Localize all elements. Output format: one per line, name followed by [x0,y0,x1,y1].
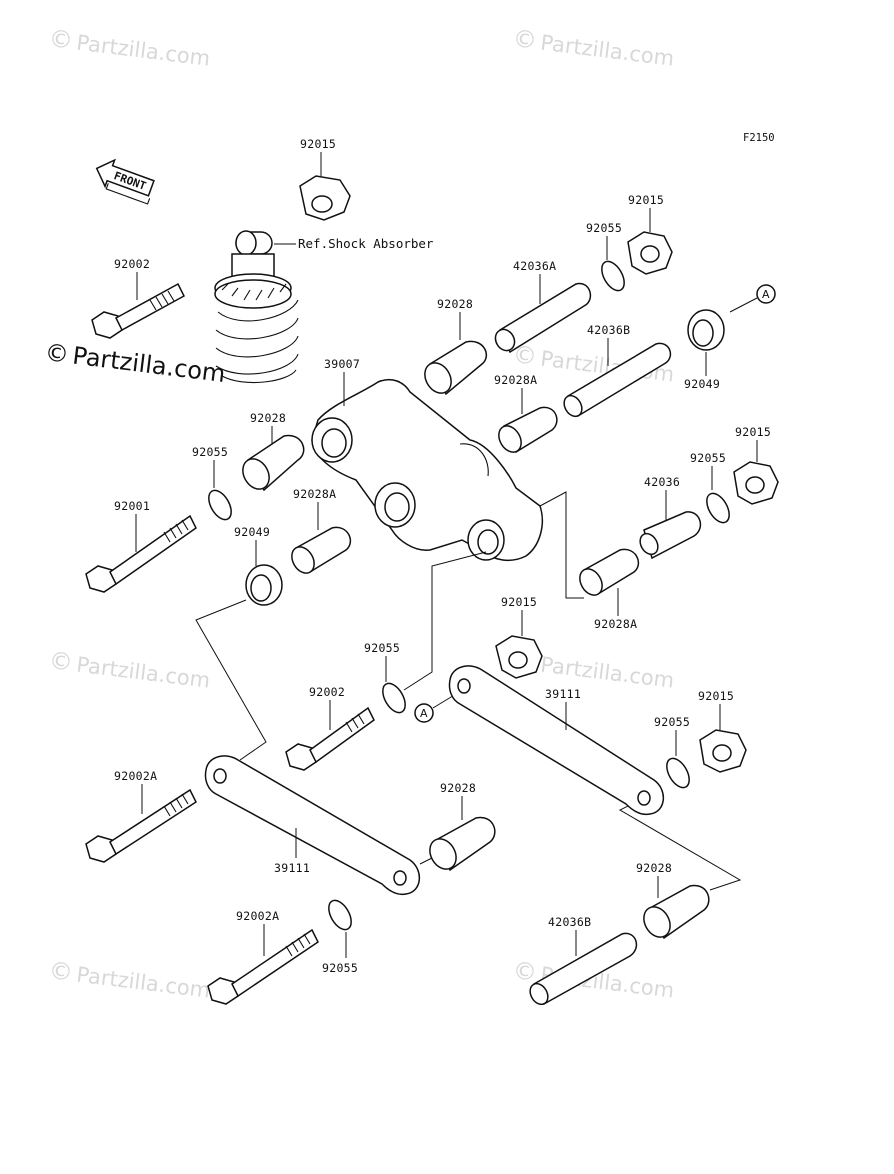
nut-92015: 92015 [495,595,543,679]
part-label: 92055 [322,961,358,975]
part-label: 92028 [440,781,476,795]
watermark-symbol: © [47,646,74,677]
bolt-92002: 92002 [285,685,375,771]
watermark-text: Partzilla.com [539,31,675,71]
rocker-arm-39007: 39007 [311,357,544,562]
collar-42036: 42036 [639,475,702,560]
part-label: 42036A [513,259,556,273]
part-label: 92049 [234,525,270,539]
bolt-92002: 92002 [91,257,185,339]
part-label: 92049 [684,377,720,391]
bushing-92028: 92028 [636,861,710,940]
part-label: 92002 [114,257,150,271]
part-label: 92002A [114,769,157,783]
o-ring-92055: 92055 [690,451,730,524]
nut-92015: 92015 [733,425,779,505]
watermark-text: Partzilla.com [75,963,211,1003]
bolt-92002A: 92002A [85,769,197,863]
nut-92015: 92015 [299,137,351,221]
figure-code: F2150 [743,132,775,144]
watermark-text: Partzilla.com [75,31,211,71]
callout-letter: A [762,288,770,301]
ref-note: Ref.Shock Absorber [298,236,434,251]
callout-letter: A [420,707,428,720]
watermark-symbol: © [47,24,74,55]
watermark-symbol: © [511,24,538,55]
link-39111: 39111 [448,665,664,816]
watermark: © Partzilla.com [47,956,211,1003]
part-label: 92028A [494,373,537,387]
callout-a: A [729,284,776,313]
part-label: 92028A [594,617,637,631]
shock-absorber: Ref.Shock Absorber [214,230,434,384]
assembly-lines [195,491,742,891]
part-label: 92015 [501,595,537,609]
front-arrow: FRONT [95,158,155,205]
collar-42036B: 42036B [529,915,638,1006]
bushing-92028A: 92028A [579,548,640,631]
watermark-symbol: © [511,956,538,987]
nut-92015: 92015 [627,193,673,275]
bolt-92002A: 92002A [207,909,319,1005]
washer-92049: 92049 [684,309,725,391]
part-label: 92028 [250,411,286,425]
part-label: 39111 [274,861,310,875]
watermark-text: Partzilla.com [75,653,211,693]
bushing-92028: 92028 [242,411,305,492]
part-label: 39007 [324,357,360,371]
watermark-text: Partzilla.com [71,342,227,389]
part-label: 92002 [309,685,345,699]
bushing-92028: 92028 [424,297,487,396]
bushing-92028: 92028 [419,781,496,872]
callout-a: A [414,693,457,723]
nut-92015: 92015 [698,689,747,773]
part-label: 39111 [545,687,581,701]
watermark: © Partzilla.com [47,646,211,693]
part-label: 92028 [636,861,672,875]
o-ring-92055: 92055 [586,221,625,292]
part-label: 92028A [293,487,336,501]
bushing-92028A: 92028A [494,373,558,454]
watermark-symbol: © [47,956,74,987]
part-label: 92055 [654,715,690,729]
bolt-92001: 92001 [85,499,197,593]
part-label: 42036B [587,323,630,337]
watermark: © Partzilla.com [511,24,675,71]
part-label: 92015 [735,425,771,439]
part-label: 92002A [236,909,279,923]
o-ring-92055: 92055 [192,445,232,521]
bushing-92028A: 92028A [291,487,352,574]
part-label: 92028 [437,297,473,311]
o-ring-92055: 92055 [654,715,690,789]
watermark: © Partzilla.com [47,24,211,71]
part-label: 92055 [192,445,228,459]
o-ring-92055: 92055 [322,899,358,975]
part-label: 92055 [690,451,726,465]
watermark-dark: © Partzilla.com [43,338,227,388]
collar-42036B: 42036B [563,323,672,418]
part-label: 92015 [698,689,734,703]
part-label: 92001 [114,499,150,513]
part-label: 92015 [628,193,664,207]
part-label: 42036 [644,475,680,489]
collar-42036A: 42036A [494,259,592,354]
part-label: 92015 [300,137,336,151]
o-ring-92055: 92055 [364,641,406,714]
part-label: 92055 [586,221,622,235]
part-label: 42036B [548,915,591,929]
part-label: 92055 [364,641,400,655]
washer-92049: 92049 [234,525,283,606]
link-39111: 39111 [204,755,420,896]
watermark-symbol: © [43,338,70,369]
